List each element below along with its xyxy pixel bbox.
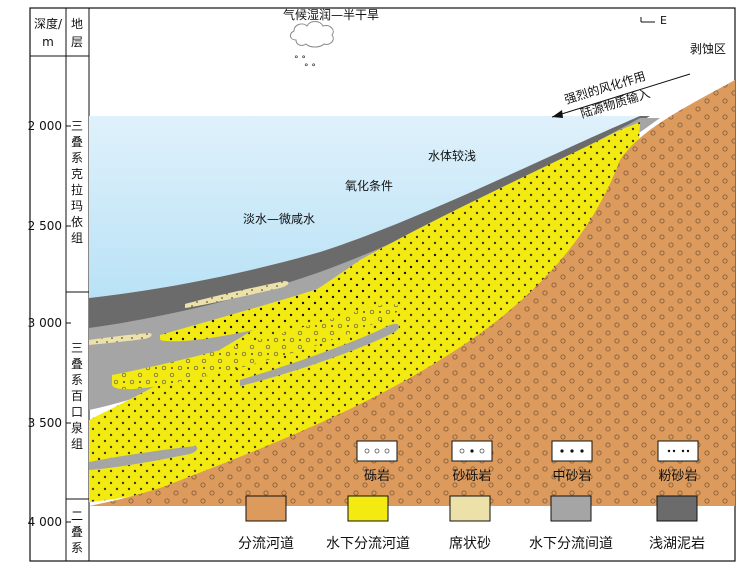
lens-middle-texture [112,304,400,390]
legend-label-medium-sandstone: 中砂岩 [552,469,591,484]
svg-text:三: 三 [71,119,83,133]
svg-text:叠: 叠 [71,525,83,539]
svg-text:组: 组 [71,437,83,451]
legend-item-underwater-channel: 水下分流河道 [326,495,410,552]
svg-text:百: 百 [71,389,83,403]
depth-tick-3500: 3 500 [28,416,62,430]
svg-text:叠: 叠 [71,135,83,149]
legend-label-siltstone: 粉砂岩 [658,469,697,484]
svg-text:克: 克 [71,167,83,181]
legend-label-gravel: 砾岩 [364,469,390,484]
legend-lithology: 砾岩 砂砾岩 中砂岩 粉砂岩 [356,440,699,484]
legend-label-distributary-channel: 分流河道 [238,536,294,552]
legend-item-distributary-channel: 分流河道 [238,495,294,552]
direction-label: E [660,14,667,27]
climate-cloud-icon: ° ° ° ° [289,21,334,73]
sheet-sand-lens-2-texture [89,333,152,345]
depth-axis: 2 000 2 500 3 000 3 500 4 000 [28,119,71,529]
legend-item-lake-mud: 浅湖泥岩 [649,495,705,552]
legend-item-sheet-sand: 席状砂 [449,495,491,552]
climate-label: 气候湿润—半干旱 [283,7,379,22]
svg-text:玛: 玛 [71,199,83,213]
legend-label-underwater-channel: 水下分流河道 [326,536,410,552]
interchannel-lens-1 [240,323,400,386]
strata-unit-permian: 二 叠 系 [71,509,83,555]
interchannel-lens-2 [89,446,198,470]
svg-text:系: 系 [71,151,83,165]
lens-upper-texture [160,252,450,342]
legend-item-medium-sandstone: 中砂岩 [551,440,593,484]
legend-item-siltstone: 粉砂岩 [657,440,699,484]
svg-text:系: 系 [71,541,83,555]
svg-text:叠: 叠 [71,357,83,371]
legend-item-gravel: 砾岩 [356,440,398,484]
water-type-label: 淡水—微咸水 [243,212,315,226]
depth-header-line2: m [42,35,54,49]
svg-text:° °: ° ° [294,55,306,65]
weathering-input-arrow-icon [551,73,691,118]
legend-item-pebbly-sandstone: 砂砾岩 [451,440,493,484]
depth-tick-2500: 2 500 [28,219,62,233]
strata-unit-baikouquan: 三 叠 系 百 口 泉 组 [71,341,83,451]
oxidizing-label: 氧化条件 [345,179,393,193]
strata-header-line2: 层 [71,35,83,49]
erosion-zone-label: 剥蚀区 [690,42,726,56]
legend-item-interchannel: 水下分流间道 [529,495,613,552]
lake-water [89,116,640,298]
svg-text:泉: 泉 [71,421,83,435]
svg-text:口: 口 [71,405,83,419]
svg-text:° °: ° ° [304,63,316,73]
depth-tick-3000: 3 000 [28,316,62,330]
legend-label-sheet-sand: 席状砂 [449,536,491,552]
svg-text:三: 三 [71,341,83,355]
shallow-water-label: 水体较浅 [428,148,476,163]
legend-label-pebbly-sandstone: 砂砾岩 [452,469,491,484]
sheet-sand-lens-1-texture [185,281,289,308]
svg-text:依: 依 [71,214,83,229]
distributary-channel-texture [89,80,735,506]
depth-tick-4000: 4 000 [28,515,62,529]
east-direction-arrow-icon [640,17,655,23]
legend-label-lake-mud: 浅湖泥岩 [649,536,705,552]
svg-text:系: 系 [71,373,83,387]
svg-text:拉: 拉 [71,182,83,197]
legend-facies: 分流河道 水下分流河道 席状砂 水下分流间道 浅湖泥岩 [238,495,705,552]
strata-unit-karamay: 三 叠 系 克 拉 玛 依 组 [71,119,83,245]
legend-label-interchannel: 水下分流间道 [529,536,613,552]
depth-header-line1: 深度/ [34,16,63,31]
svg-text:组: 组 [71,231,83,245]
svg-text:二: 二 [71,509,83,523]
shallow-lake-mud [89,116,650,340]
strata-header-line1: 地 [71,17,83,31]
depth-tick-2000: 2 000 [28,119,62,133]
